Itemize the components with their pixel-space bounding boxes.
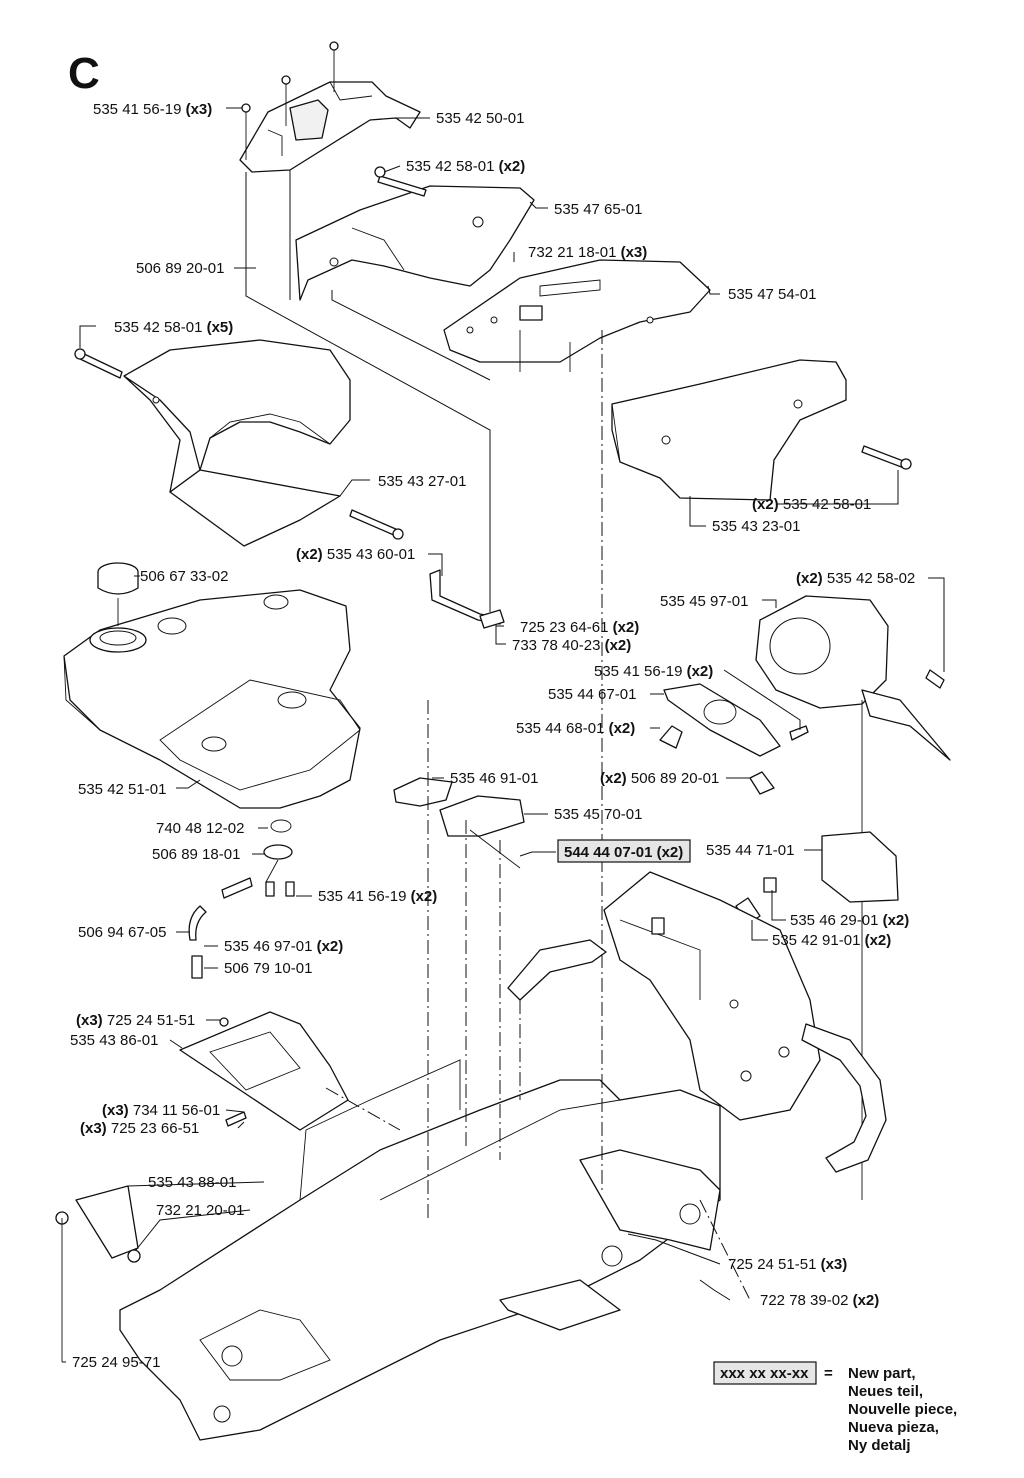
- label-535-42-58-01-x5: 535 42 58-01 (x5): [114, 319, 233, 336]
- fuel-cap-drawing: [97, 562, 139, 626]
- new-part-highlight-box: [557, 839, 691, 863]
- section-letter: C: [68, 49, 100, 98]
- label-732-21-18-01: 732 21 18-01 (x3): [528, 244, 647, 261]
- handle-bar-left-drawing: [507, 939, 607, 1001]
- label-535-44-71-01: 535 44 71-01: [706, 842, 794, 859]
- legend-sample-box: [713, 1361, 817, 1385]
- legend-line-2: Neues teil,: [848, 1383, 923, 1400]
- right-fender-cover-drawing: [611, 359, 847, 501]
- dash-top-cover-drawing: [239, 81, 421, 173]
- legend-line-4: Nueva pieza,: [848, 1419, 939, 1436]
- upper-dash-panel-drawing: [295, 185, 535, 301]
- label-535-47-65-01: 535 47 65-01: [554, 201, 642, 218]
- legend-equals: =: [824, 1365, 833, 1382]
- label-535-44-68-01: 535 44 68-01 (x2): [516, 720, 635, 737]
- label-535-46-91-01: 535 46 91-01: [450, 770, 538, 787]
- legend-line-1: New part,: [848, 1365, 916, 1382]
- label-535-46-97-01: 535 46 97-01 (x2): [224, 938, 343, 955]
- label-732-21-20-01: 732 21 20-01: [156, 1202, 244, 1219]
- label-722-78-39-02: 722 78 39-02 (x2): [760, 1292, 879, 1309]
- control-panel-drawing: [443, 259, 711, 372]
- label-544-44-07-01: 544 44 07-01 (x2): [564, 844, 683, 861]
- fuel-hose-parts: [188, 819, 295, 979]
- label-535-42-51-01: 535 42 51-01: [78, 781, 166, 798]
- lens-drawing: [821, 831, 899, 903]
- legend-line-5: Ny detalj: [848, 1437, 911, 1454]
- label-725-23-66-51: (x3) 725 23 66-51: [80, 1120, 199, 1137]
- alignment-lines: [245, 170, 751, 1301]
- label-535-41-56-19-x2-b: 535 41 56-19 (x2): [318, 888, 437, 905]
- label-506-94-67-05: 506 94 67-05: [78, 924, 166, 941]
- legend-sample: xxx xx xx-xx: [720, 1365, 809, 1382]
- chassis-frame-drawing: [119, 1059, 721, 1441]
- label-535-43-27-01: 535 43 27-01: [378, 473, 466, 490]
- label-535-43-60-01: (x2) 535 43 60-01: [296, 546, 415, 563]
- label-535-43-86-01: 535 43 86-01: [70, 1032, 158, 1049]
- label-535-42-50-01: 535 42 50-01: [436, 110, 524, 127]
- label-725-24-51-51-a: (x3) 725 24 51-51: [76, 1012, 195, 1029]
- seat-bracket-drawing: [179, 1011, 349, 1131]
- headlight-housing-drawing: [755, 595, 951, 1200]
- label-506-79-10-01: 506 79 10-01: [224, 960, 312, 977]
- label-535-42-58-02: (x2) 535 42 58-02: [796, 570, 915, 587]
- label-535-46-29-01: 535 46 29-01 (x2): [790, 912, 909, 929]
- label-535-45-70-01: 535 45 70-01: [554, 806, 642, 823]
- console-bracket-drawing: [429, 569, 505, 629]
- part-labels: 535 41 56-19 (x3) 535 42 50-01 535 42 58…: [70, 101, 915, 1371]
- label-506-89-20-01: 506 89 20-01: [136, 260, 224, 277]
- label-535-42-91-01: 535 42 91-01 (x2): [772, 932, 891, 949]
- screw-left-cover: [74, 348, 404, 540]
- leader-lines: [62, 107, 945, 1363]
- fuel-tank-drawing: [63, 589, 361, 809]
- left-fender-cover-drawing: [123, 339, 351, 547]
- label-535-43-23-01: 535 43 23-01: [712, 518, 800, 535]
- throttle-assembly-drawing: [393, 777, 525, 869]
- label-535-42-58-01-x2-a: 535 42 58-01 (x2): [406, 158, 525, 175]
- label-725-24-95-71: 725 24 95-71: [72, 1354, 160, 1371]
- label-506-89-20-01-x2: (x2) 506 89 20-01: [600, 770, 719, 787]
- label-535-42-58-01-x2-b: (x2) 535 42 58-01: [752, 496, 871, 513]
- label-725-23-64-61: 725 23 64-61 (x2): [520, 619, 639, 636]
- steering-column-frame-drawing: [603, 871, 821, 1121]
- label-725-24-51-51-b: 725 24 51-51 (x3): [728, 1256, 847, 1273]
- label-535-41-56-19-x2-a: 535 41 56-19 (x2): [594, 663, 713, 680]
- label-535-43-88-01: 535 43 88-01: [148, 1174, 236, 1191]
- label-740-48-12-02: 740 48 12-02: [156, 820, 244, 837]
- label-535-47-54-01: 535 47 54-01: [728, 286, 816, 303]
- label-535-41-56-19-x3: 535 41 56-19 (x3): [93, 101, 212, 118]
- label-734-11-56-01: (x3) 734 11 56-01: [102, 1102, 220, 1119]
- legend: xxx xx xx-xx = New part, Neues teil, Nou…: [713, 1361, 957, 1454]
- screw-right-cover: [861, 445, 912, 470]
- label-535-45-97-01: 535 45 97-01: [660, 593, 748, 610]
- label-733-78-40-23: 733 78 40-23 (x2): [512, 637, 631, 654]
- screw-upper-panel: [374, 166, 427, 197]
- headlight-lamp-assembly: [659, 683, 809, 757]
- label-535-44-67-01: 535 44 67-01: [548, 686, 636, 703]
- label-506-67-33-02: 506 67 33-02: [140, 568, 228, 585]
- handle-bar-right-drawing: [801, 1023, 887, 1173]
- label-506-89-18-01: 506 89 18-01: [152, 846, 240, 863]
- screws-top-cover: [241, 41, 339, 160]
- legend-line-3: Nouvelle piece,: [848, 1401, 957, 1418]
